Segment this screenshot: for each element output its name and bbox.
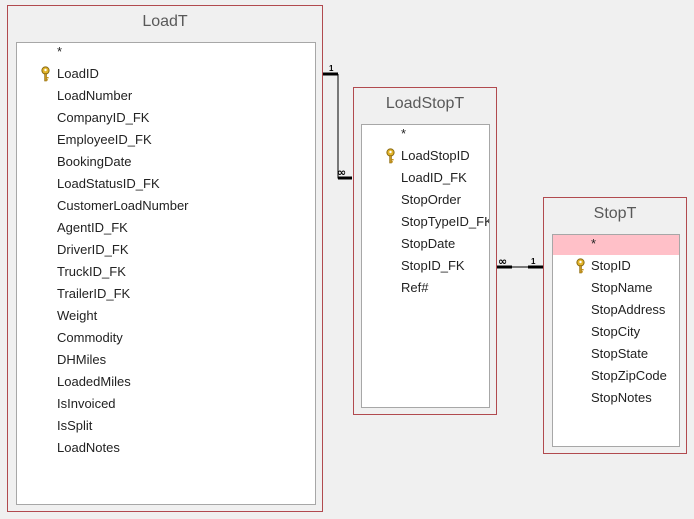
field-name: LoadedMiles [57, 374, 131, 389]
field-all-columns[interactable]: * [553, 235, 679, 255]
field-row[interactable]: BookingDate [17, 151, 315, 173]
field-name: CustomerLoadNumber [57, 198, 189, 213]
field-row[interactable]: StopNotes [553, 387, 679, 409]
field-name: LoadID [57, 66, 99, 81]
field-name: EmployeeID_FK [57, 132, 152, 147]
field-name: DriverID_FK [57, 242, 129, 257]
field-name: StopState [591, 346, 649, 361]
field-row[interactable]: CustomerLoadNumber [17, 195, 315, 217]
field-name: AgentID_FK [57, 220, 128, 235]
primary-key-icon [385, 148, 396, 164]
field-name: StopDate [401, 236, 456, 251]
field-name: StopCity [591, 324, 641, 339]
table-title[interactable]: LoadStopT [385, 95, 465, 112]
field-row[interactable]: DriverID_FK [17, 239, 315, 261]
field-row[interactable]: LoadedMiles [17, 371, 315, 393]
field-name: StopID_FK [401, 258, 465, 273]
field-name: StopNotes [591, 390, 652, 405]
primary-key-icon [575, 258, 586, 274]
field-name: TruckID_FK [57, 264, 126, 279]
field-name: IsSplit [57, 418, 93, 433]
field-row[interactable]: CompanyID_FK [17, 107, 315, 129]
field-row[interactable]: StopDate [362, 233, 489, 255]
field-row[interactable]: StopZipCode [553, 365, 679, 387]
field-name: CompanyID_FK [57, 110, 150, 125]
field-name: StopAddress [591, 302, 666, 317]
field-row[interactable]: LoadStatusID_FK [17, 173, 315, 195]
field-name: StopZipCode [591, 368, 667, 383]
field-row[interactable]: StopCity [553, 321, 679, 343]
field-name: TrailerID_FK [57, 286, 131, 301]
field-row[interactable]: LoadStopID [362, 145, 489, 167]
field-row[interactable]: LoadID_FK [362, 167, 489, 189]
field-row[interactable]: IsSplit [17, 415, 315, 437]
field-row[interactable]: StopTypeID_FK [362, 211, 489, 233]
cardinality-many-label: ∞ [337, 166, 346, 179]
field-name: * [591, 236, 597, 251]
field-row[interactable]: Commodity [17, 327, 315, 349]
cardinality-one-label: 1 [329, 64, 334, 73]
field-row[interactable]: TrailerID_FK [17, 283, 315, 305]
relationship-loadt-loadstopt: 1 ∞ [323, 64, 352, 180]
field-row[interactable]: StopState [553, 343, 679, 365]
field-name: BookingDate [57, 154, 132, 169]
field-name: LoadStatusID_FK [57, 176, 160, 191]
field-name: StopName [591, 280, 653, 295]
field-name: DHMiles [57, 352, 107, 367]
field-name: LoadStopID [401, 148, 470, 163]
field-name: LoadID_FK [401, 170, 467, 185]
field-all-columns[interactable]: * [17, 43, 315, 63]
field-name: StopID [591, 258, 631, 273]
field-name: StopOrder [401, 192, 461, 207]
field-name: LoadNumber [57, 88, 133, 103]
field-name: Ref# [401, 280, 429, 295]
field-row[interactable]: LoadNumber [17, 85, 315, 107]
field-row[interactable]: DHMiles [17, 349, 315, 371]
table-title[interactable]: StopT [593, 205, 637, 222]
relationship-loadstopt-stopt: ∞ 1 [497, 255, 543, 269]
field-row[interactable]: StopName [553, 277, 679, 299]
field-row[interactable]: IsInvoiced [17, 393, 315, 415]
field-name: LoadNotes [57, 440, 120, 455]
field-row[interactable]: Ref# [362, 277, 489, 299]
field-row[interactable]: Weight [17, 305, 315, 327]
field-row[interactable]: StopOrder [362, 189, 489, 211]
field-row[interactable]: TruckID_FK [17, 261, 315, 283]
field-row[interactable]: LoadNotes [17, 437, 315, 459]
field-row[interactable]: StopAddress [553, 299, 679, 321]
field-name: * [401, 126, 407, 141]
field-all-columns[interactable]: * [362, 125, 489, 145]
field-row[interactable]: EmployeeID_FK [17, 129, 315, 151]
field-name: IsInvoiced [57, 396, 116, 411]
cardinality-one-label: 1 [531, 257, 536, 266]
primary-key-icon [40, 66, 51, 82]
field-row[interactable]: StopID [553, 255, 679, 277]
field-name: StopTypeID_FK [401, 214, 490, 229]
field-name: * [57, 44, 63, 59]
field-row[interactable]: StopID_FK [362, 255, 489, 277]
table-title[interactable]: LoadT [142, 13, 188, 30]
cardinality-many-label: ∞ [498, 255, 507, 268]
field-name: Commodity [57, 330, 123, 345]
field-row[interactable]: AgentID_FK [17, 217, 315, 239]
field-name: Weight [57, 308, 98, 323]
field-row[interactable]: LoadID [17, 63, 315, 85]
